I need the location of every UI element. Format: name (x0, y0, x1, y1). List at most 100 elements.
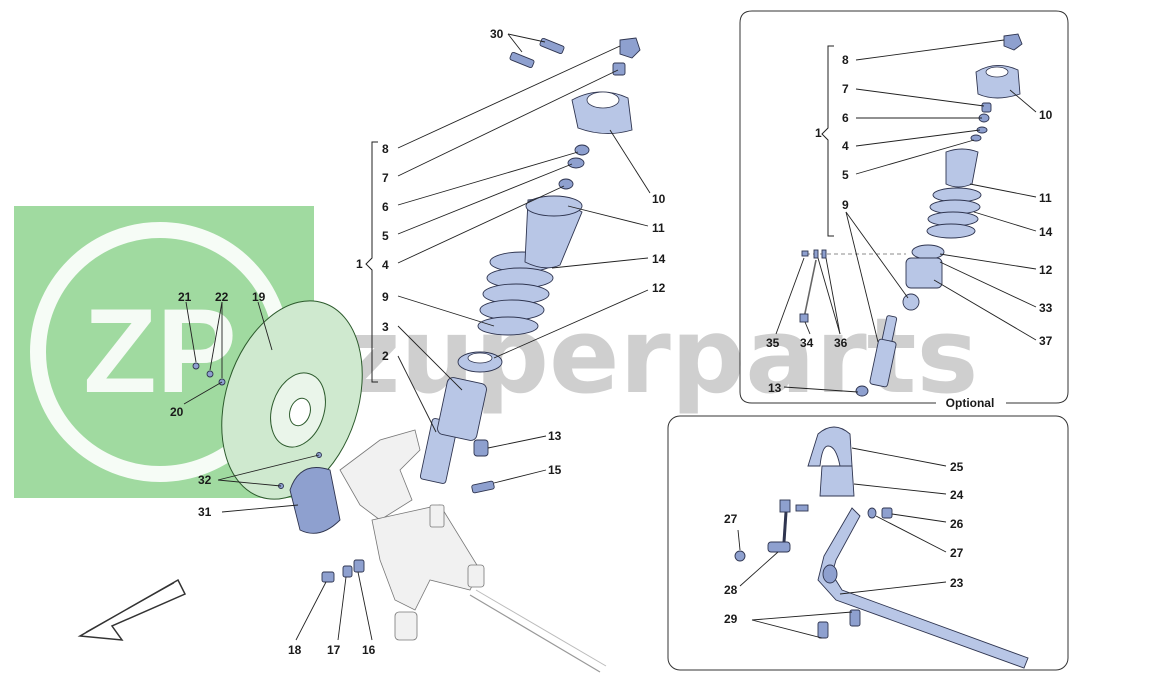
opt-seat-12 (911, 244, 945, 260)
opt-callout-33: 33 (1039, 301, 1053, 315)
opt-boot-11 (945, 148, 979, 188)
stab-callout-25: 25 (950, 460, 964, 474)
bolt-30b (539, 37, 565, 55)
nut-6 (574, 144, 590, 156)
bushing-13 (473, 439, 489, 457)
opt-callout-13: 13 (768, 381, 782, 395)
optional-panel-border-right (752, 10, 1069, 404)
coil-spring (477, 251, 555, 336)
bar-bush (819, 465, 855, 497)
optional-panel-border-left (739, 10, 936, 404)
opt-coil-spring-14 (926, 187, 982, 239)
ball-joint (429, 504, 445, 528)
callout-12: 12 (652, 281, 666, 295)
watermark: ZP zuperparts (14, 206, 978, 498)
opt-adjuster-33 (905, 257, 943, 289)
callout-9: 9 (382, 290, 389, 304)
opt-nut-7 (981, 102, 992, 113)
opt-bumper (902, 293, 920, 311)
stab-callout-26: 26 (950, 517, 964, 531)
opt-group-1-brace (821, 45, 834, 237)
callout-19: 19 (252, 290, 266, 304)
opt-callout-1: 1 (815, 126, 822, 140)
opt-callout-8: 8 (842, 53, 849, 67)
opt-rod-end-34 (799, 313, 809, 323)
opt-callout-6: 6 (842, 111, 849, 125)
callout-10: 10 (652, 192, 666, 206)
reference-line-2 (475, 589, 607, 667)
suspension-upright (339, 429, 485, 641)
opt-callout-35: 35 (766, 336, 780, 350)
optional-leaders (775, 39, 1037, 393)
callout-31: 31 (198, 505, 212, 519)
stabiliser-panel: 25 24 26 27 23 27 28 29 (667, 415, 1069, 671)
bolt-29a (817, 621, 829, 639)
watermark-logo-text: ZP (83, 284, 236, 418)
callout-15: 15 (548, 463, 562, 477)
washer-27a (734, 550, 746, 562)
stab-callout-27b: 27 (950, 546, 964, 560)
stabiliser-leaders (737, 447, 947, 639)
callout-1: 1 (356, 257, 363, 271)
link-bottom (767, 541, 791, 553)
opt-callout-7: 7 (842, 82, 849, 96)
opt-cap-8 (1003, 33, 1023, 51)
arm-bushing-rear (467, 564, 485, 588)
callout-8: 8 (382, 142, 389, 156)
opt-bushing-13 (855, 385, 869, 397)
callout-7: 7 (382, 171, 389, 185)
opt-callout-37: 37 (1039, 334, 1053, 348)
washer-27b (867, 507, 877, 519)
callout-14: 14 (652, 252, 666, 266)
opt-washer-5 (970, 134, 982, 142)
callout-3: 3 (382, 320, 389, 334)
opt-callout-5: 5 (842, 168, 849, 182)
main-damper (419, 37, 641, 494)
opt-callout-34: 34 (800, 336, 814, 350)
stabiliser-bar (817, 507, 1029, 669)
opt-rod-34 (803, 259, 817, 319)
opt-damper-body (869, 338, 897, 388)
bar-clamp (807, 426, 853, 467)
bolt-15 (471, 480, 495, 494)
link-rod (782, 511, 788, 543)
link-nut (795, 504, 809, 512)
opt-callout-9: 9 (842, 198, 849, 212)
nut-18 (321, 571, 335, 583)
link-top (779, 499, 791, 513)
top-mount-hole (586, 91, 620, 109)
callout-6: 6 (382, 200, 389, 214)
washer-5 (567, 157, 585, 169)
washer-17 (342, 565, 353, 578)
spring-seat-hole (467, 352, 493, 364)
direction-arrow (77, 578, 187, 641)
callout-2: 2 (382, 349, 389, 363)
callout-11: 11 (652, 221, 665, 235)
group-1-brace (365, 141, 378, 383)
optional-panel: Optional (739, 10, 1069, 410)
stab-callout-23: 23 (950, 576, 964, 590)
callout-30: 30 (490, 27, 504, 41)
callout-5: 5 (382, 229, 389, 243)
main-callouts: 8 7 6 5 4 1 9 3 2 10 11 14 12 13 15 30 2… (170, 27, 666, 657)
callout-20: 20 (170, 405, 184, 419)
pin-22a (206, 370, 214, 378)
opt-callout-14: 14 (1039, 225, 1053, 239)
main-leaders (183, 33, 651, 641)
stabiliser-bar-collar (822, 564, 838, 584)
callout-18: 18 (288, 643, 302, 657)
opt-pin-36a (813, 249, 819, 259)
reference-line (469, 594, 601, 673)
opt-callout-10: 10 (1039, 108, 1053, 122)
stabiliser-panel-border (667, 415, 1069, 671)
upright-body (339, 429, 421, 521)
bolt-29b (849, 609, 861, 627)
opt-pin-36b (821, 249, 827, 259)
dust-shield (289, 467, 341, 534)
callout-22: 22 (215, 290, 229, 304)
opt-screw-35 (801, 250, 809, 257)
bolt-30a (509, 51, 535, 69)
opt-callout-12: 12 (1039, 263, 1053, 277)
cap-8 (619, 37, 641, 59)
